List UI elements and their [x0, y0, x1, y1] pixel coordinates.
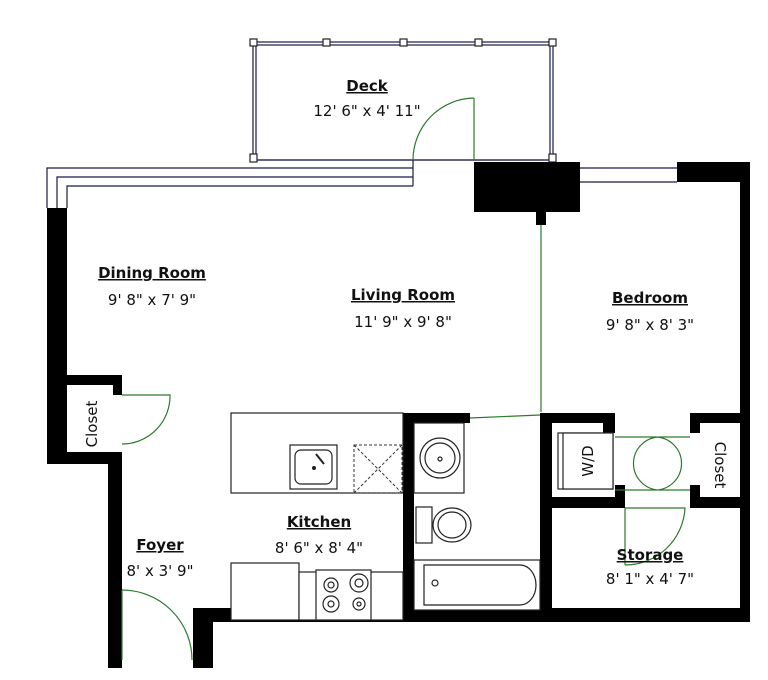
living-room-label: Living Room: [351, 286, 455, 304]
doors: [121, 97, 690, 661]
deck-label: Deck: [346, 77, 389, 95]
stove-icon: [298, 569, 404, 621]
dishwasher: [353, 444, 403, 494]
dining-room-dimensions: 9' 8" x 7' 9": [108, 291, 196, 309]
washer-dryer-label: W/D: [579, 445, 597, 476]
kitchen-sink: [289, 444, 338, 490]
right-closet-label: Closet: [711, 442, 729, 489]
storage-dimensions: 8' 1" x 4' 7": [606, 570, 694, 588]
bathroom-sink: [413, 422, 465, 494]
deck-dimensions: 12' 6" x 4' 11": [313, 102, 420, 120]
washer-dryer: [557, 432, 614, 490]
foyer-dimensions: 8' x 3' 9": [127, 562, 194, 580]
foyer-label: Foyer: [136, 536, 184, 554]
exterior-window-lines: [46, 160, 677, 208]
kitchen-dimensions: 8' 6" x 8' 4": [275, 539, 363, 557]
refrigerator: [230, 562, 300, 621]
bedroom-dimensions: 9' 8" x 8' 3": [606, 316, 694, 334]
deck-railing: [249, 38, 557, 163]
storage-label: Storage: [617, 546, 684, 564]
living-room-dimensions: 11' 9" x 9' 8": [354, 313, 452, 331]
kitchen-label: Kitchen: [287, 513, 351, 531]
left-closet-label: Closet: [83, 401, 101, 448]
bedroom-label: Bedroom: [612, 289, 688, 307]
bathtub: [413, 559, 541, 611]
toilet: [415, 506, 472, 544]
dining-room-label: Dining Room: [98, 264, 206, 282]
